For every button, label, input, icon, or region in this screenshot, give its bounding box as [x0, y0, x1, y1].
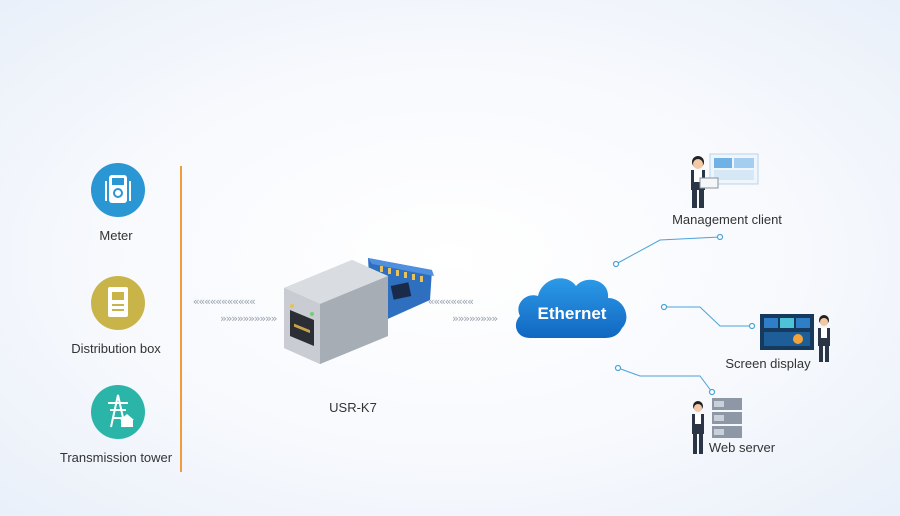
web-server-icon — [692, 398, 742, 454]
meter-icon — [91, 163, 145, 217]
distribution-box-label: Distribution box — [71, 341, 161, 356]
usr-k7-module-icon — [284, 258, 434, 364]
module-label: USR-K7 — [329, 400, 377, 415]
arrow-right-icon: »»»»»»»» — [452, 312, 498, 325]
arrow-left-icon: «««««««« — [428, 295, 474, 308]
ethernet-cloud-icon — [515, 278, 627, 338]
web-server-label: Web server — [708, 440, 776, 455]
arrow-right-icon: »»»»»»»»»» — [220, 312, 277, 325]
management-client-icon — [691, 153, 759, 208]
screen-display-icon — [760, 314, 830, 362]
meter-label: Meter — [99, 228, 133, 243]
screen-display-label: Screen display — [725, 356, 811, 371]
arrow-left-icon: ««««««««««« — [193, 295, 256, 308]
divider-line — [180, 166, 182, 472]
transmission-tower-label: Transmission tower — [59, 450, 173, 465]
management-client-label: Management client — [672, 212, 782, 227]
distribution-box-icon — [91, 276, 145, 330]
transmission-tower-icon — [91, 385, 145, 439]
network-label: Ethernet — [537, 304, 607, 323]
